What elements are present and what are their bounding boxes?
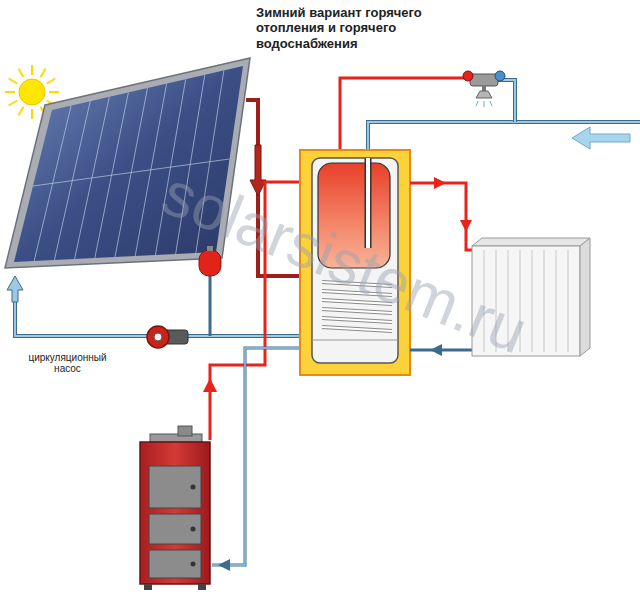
- flow-arrow: [203, 378, 217, 392]
- boiler-leg: [198, 584, 206, 590]
- door-handle: [191, 485, 196, 490]
- boiler-body: [140, 442, 210, 584]
- boiler-flue: [178, 426, 192, 436]
- expansion-vessel: [199, 246, 221, 336]
- flow-arrow: [460, 220, 472, 232]
- pipe-core: [212, 348, 312, 565]
- heating-flow-pipe: [410, 183, 472, 250]
- cold-water-branch: [498, 80, 515, 122]
- flow-arrow: [434, 177, 446, 189]
- boiler: [140, 426, 210, 590]
- sun-disc: [19, 79, 45, 105]
- cold-inlet-arrow: [572, 127, 630, 149]
- pipe: [209, 276, 212, 336]
- pump-symbol: [147, 326, 188, 348]
- flow-arrow: [430, 344, 442, 356]
- flow-arrow: [218, 559, 230, 571]
- vessel-body: [199, 250, 221, 276]
- flow-arrow: [7, 276, 23, 302]
- shower-head: [476, 91, 492, 98]
- water-drops: [476, 101, 492, 107]
- pump-label: циркуляционный насос: [20, 352, 115, 374]
- boiler-door: [149, 514, 201, 544]
- boiler-return-pipe: [212, 348, 312, 565]
- diagram-title: Зимний вариант горячего отопления и горя…: [256, 5, 471, 51]
- shower-mixer: [463, 71, 505, 107]
- mixer-body: [470, 74, 498, 86]
- tank-bottom: [312, 340, 398, 341]
- radiator-top: [472, 238, 590, 246]
- door-handle: [191, 562, 196, 567]
- pipe-core: [498, 80, 515, 122]
- ash-door: [149, 550, 201, 578]
- door-handle: [191, 527, 196, 532]
- radiator-side: [580, 238, 590, 356]
- pump-hub: [154, 333, 162, 341]
- pump-housing: [147, 326, 169, 348]
- hot-knob: [463, 71, 473, 81]
- boiler-top: [150, 434, 202, 442]
- boiler-leg: [144, 584, 152, 590]
- boiler-door: [149, 466, 201, 508]
- cold-knob: [495, 71, 505, 81]
